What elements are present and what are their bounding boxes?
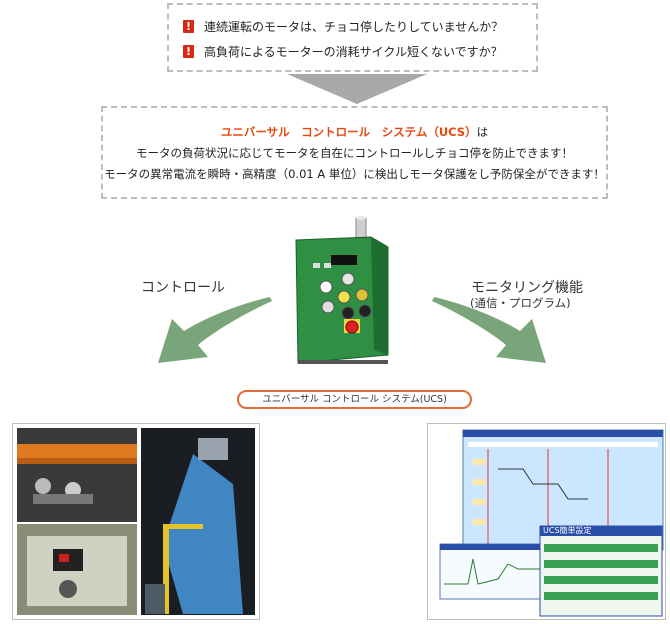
warning-icon: ! <box>183 20 194 33</box>
right-arrow-icon <box>432 297 546 363</box>
intro-line-2: モータの負荷状況に応じてモータを自在にコントロールしチョコ停を防止できます！ <box>136 146 573 160</box>
intro-line-1: ユニバーサル コントロール システム（UCS）は <box>103 124 606 140</box>
question-item: ! 高負荷によるモーターの消耗サイクル短くないですか？ <box>183 43 503 60</box>
factory-photos-image <box>17 428 255 615</box>
ucs-highlight: ユニバーサル コントロール システム（UCS） <box>220 125 477 139</box>
monitoring-sublabel: (通信・プログラム) <box>470 296 571 310</box>
monitoring-label: モニタリング機能 <box>471 280 583 296</box>
question-item: ! 連続運転のモータは、チョコ停したりしていませんか？ <box>183 18 503 35</box>
intro-line-3: モータの異常電流を瞬時・高精度（0.01 A 単位）に検出しモータ保護をし予防保… <box>104 167 605 181</box>
intro-suffix: は <box>476 125 489 139</box>
question-text: 連続運転のモータは、チョコ停したりしていませんか？ <box>204 20 504 34</box>
photo-collage <box>12 423 260 620</box>
down-arrow-icon <box>287 74 427 104</box>
monitoring-software-image <box>439 429 664 617</box>
window-title: UCS簡単設定 <box>543 526 592 535</box>
software-screenshot-frame: UCS簡単設定 <box>427 423 666 620</box>
question-text: 高負荷によるモーターの消耗サイクル短くないですか？ <box>204 45 503 59</box>
intro-box: ユニバーサル コントロール システム（UCS）は モータの負荷状況に応じてモータ… <box>101 106 608 199</box>
question-box: ! 連続運転のモータは、チョコ停したりしていませんか？ ! 高負荷によるモーター… <box>167 3 538 72</box>
control-label: コントロール <box>141 280 225 296</box>
warning-icon: ! <box>183 45 194 58</box>
control-panel-image <box>295 216 389 364</box>
system-name-badge: ユニバーサル コントロール システム(UCS) <box>237 390 472 409</box>
left-arrow-icon <box>158 297 272 363</box>
